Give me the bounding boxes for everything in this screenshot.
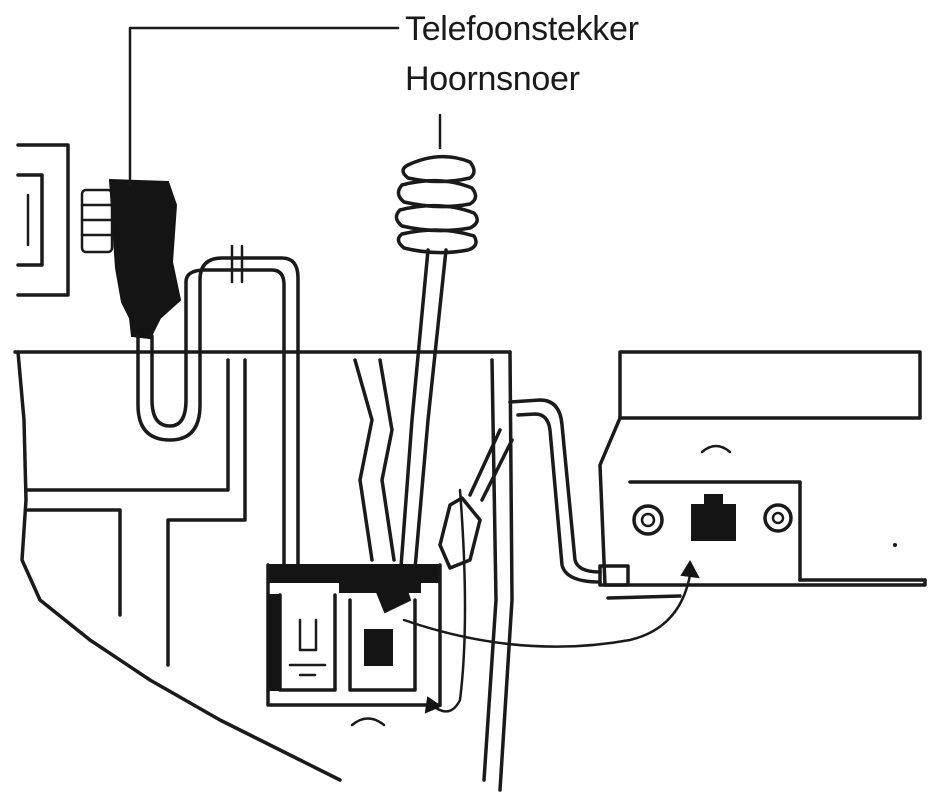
wall-socket (16, 143, 70, 297)
plug-leader-line (128, 26, 400, 187)
phone-unit-right (598, 350, 927, 587)
coiled-handset-cord (394, 154, 479, 582)
phone-base-left (13, 350, 514, 792)
telephone-plug (80, 178, 182, 340)
label-handset-cord: Hoornsnoer (405, 60, 580, 98)
connection-cable (508, 398, 682, 600)
plug-cable (136, 244, 300, 572)
base-jack-housing (266, 563, 442, 727)
arrows (402, 488, 700, 714)
handset-plug (438, 428, 514, 570)
label-telephone-plug: Telefoonstekker (405, 10, 639, 48)
